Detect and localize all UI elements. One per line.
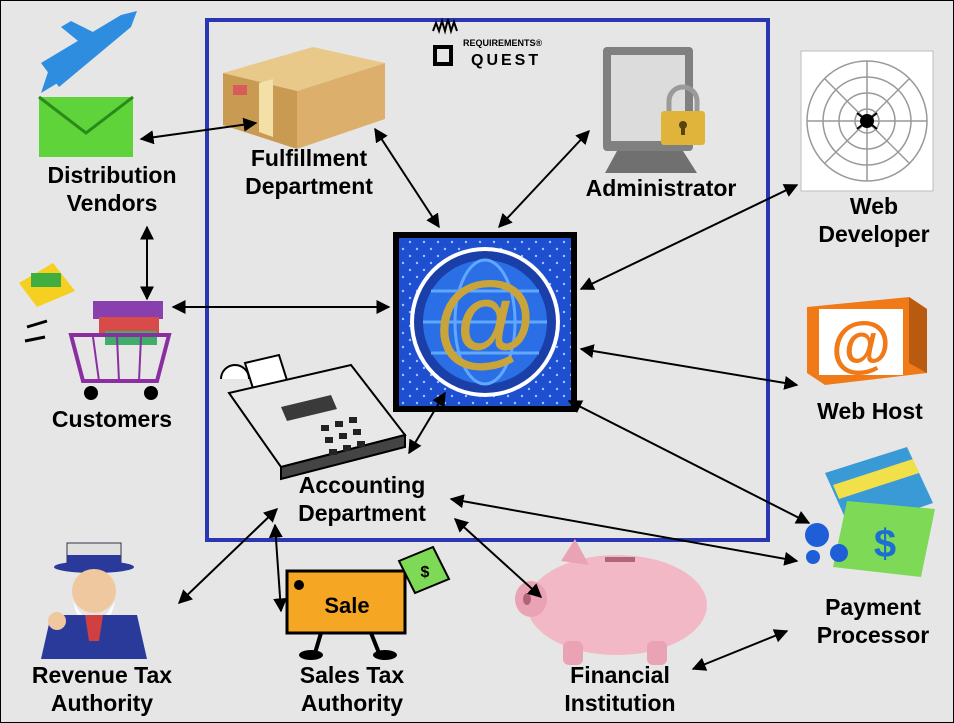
airplane-envelope-icon bbox=[38, 11, 137, 157]
credit-card-icon: $ bbox=[805, 447, 935, 577]
svg-text:REQUIREMENTS®: REQUIREMENTS® bbox=[463, 38, 543, 48]
at-sign-globe-icon: @ bbox=[393, 232, 577, 412]
arrow-system-payment bbox=[567, 400, 811, 524]
arrow-accounting-salestax bbox=[268, 523, 288, 613]
requirements-quest-logo: REQUIREMENTS® QUEST bbox=[432, 17, 543, 69]
piggy-bank-icon bbox=[515, 539, 707, 665]
svg-text:Sale: Sale bbox=[324, 593, 369, 618]
arrow-system-accounting bbox=[408, 391, 446, 455]
arrow-fulfillment-vendors bbox=[139, 117, 258, 145]
label-customers: Customers bbox=[51, 406, 173, 432]
shopping-cart-icon bbox=[19, 263, 172, 400]
label-administrator: Administrator bbox=[585, 175, 737, 201]
arrow-accounting-financial bbox=[453, 518, 543, 598]
monitor-padlock-icon bbox=[603, 47, 705, 173]
arrow-accounting-revenue bbox=[177, 508, 279, 604]
uncle-sam-icon bbox=[41, 542, 147, 659]
flow-arrows bbox=[139, 117, 811, 671]
svg-text:$: $ bbox=[874, 522, 896, 566]
svg-text:QUEST: QUEST bbox=[471, 52, 541, 69]
cardboard-box-icon bbox=[223, 47, 385, 149]
svg-text:@: @ bbox=[831, 310, 891, 379]
spider-web-icon bbox=[800, 50, 934, 192]
svg-text:@: @ bbox=[434, 261, 535, 377]
label-web-host: Web Host bbox=[817, 398, 923, 424]
arrow-system-webdev bbox=[579, 184, 799, 290]
arrow-admin-system bbox=[498, 129, 590, 229]
svg-text:$: $ bbox=[421, 564, 430, 581]
adding-machine-icon bbox=[220, 353, 407, 481]
arrow-accounting-payment bbox=[449, 494, 799, 566]
arrow-fulfillment-system bbox=[374, 127, 440, 229]
arrow-system-webhost bbox=[579, 344, 799, 390]
at-sign-server-icon: @ bbox=[807, 297, 927, 385]
sale-sign-icon: Sale $ bbox=[285, 545, 451, 660]
arrow-payment-financial bbox=[691, 629, 789, 671]
